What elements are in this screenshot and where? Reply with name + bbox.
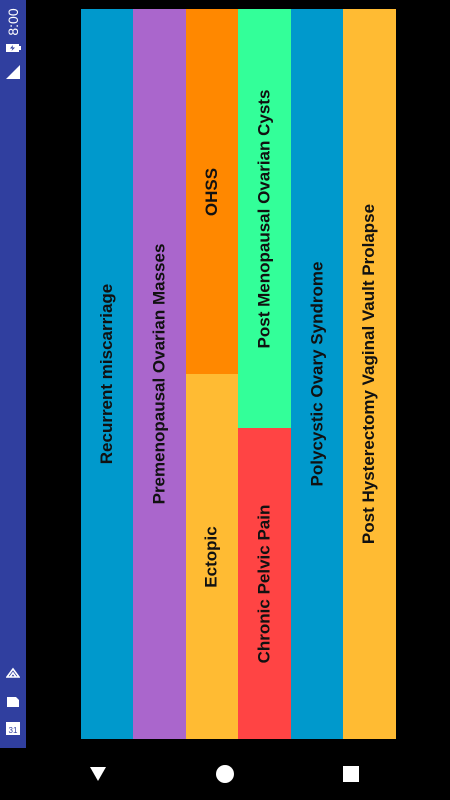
sd-card-icon bbox=[0, 692, 26, 712]
tile-post-menopausal-ovarian-cysts[interactable]: Post Menopausal Ovarian Cysts bbox=[238, 9, 291, 428]
tile-polycystic-ovary-syndrome[interactable]: Polycystic Ovary Syndrome bbox=[291, 9, 343, 739]
tile-label: Polycystic Ovary Syndrome bbox=[307, 261, 327, 487]
tile-premenopausal-ovarian-masses[interactable]: Premenopausal Ovarian Masses bbox=[133, 9, 186, 739]
tile-post-hysterectomy-vaginal-vault-prolapse[interactable]: Post Hysterectomy Vaginal Vault Prolapse bbox=[343, 9, 396, 739]
tile-label: Post Menopausal Ovarian Cysts bbox=[254, 89, 274, 348]
tile-label: Recurrent miscarriage bbox=[97, 283, 117, 465]
tile-recurrent-miscarriage[interactable]: Recurrent miscarriage bbox=[81, 9, 133, 739]
status-time: 8:00 bbox=[5, 8, 21, 36]
app-content: Recurrent miscarriage Premenopausal Ovar… bbox=[26, 0, 450, 748]
recents-icon[interactable] bbox=[339, 762, 363, 786]
tile-ohss[interactable]: OHSS bbox=[186, 9, 238, 374]
navigation-bar bbox=[26, 748, 450, 800]
calendar-icon: 31 bbox=[0, 718, 26, 738]
tile-label: Chronic Pelvic Pain bbox=[254, 504, 274, 663]
lte-signal-icon bbox=[0, 62, 26, 82]
calendar-day: 31 bbox=[9, 726, 18, 735]
tile-label: Post Hysterectomy Vaginal Vault Prolapse bbox=[359, 203, 379, 545]
tile-chronic-pelvic-pain[interactable]: Chronic Pelvic Pain bbox=[238, 428, 291, 739]
battery-charging-icon bbox=[0, 40, 26, 56]
tile-label: Ectopic bbox=[202, 525, 221, 588]
status-bar: 8:00 31 bbox=[0, 0, 26, 748]
tile-label: OHSS bbox=[202, 167, 221, 216]
home-icon[interactable] bbox=[213, 762, 237, 786]
tile-label: Premenopausal Ovarian Masses bbox=[149, 243, 169, 505]
notification-icon bbox=[0, 664, 26, 684]
back-icon[interactable] bbox=[86, 762, 110, 786]
tile-ectopic[interactable]: Ectopic bbox=[186, 374, 238, 739]
